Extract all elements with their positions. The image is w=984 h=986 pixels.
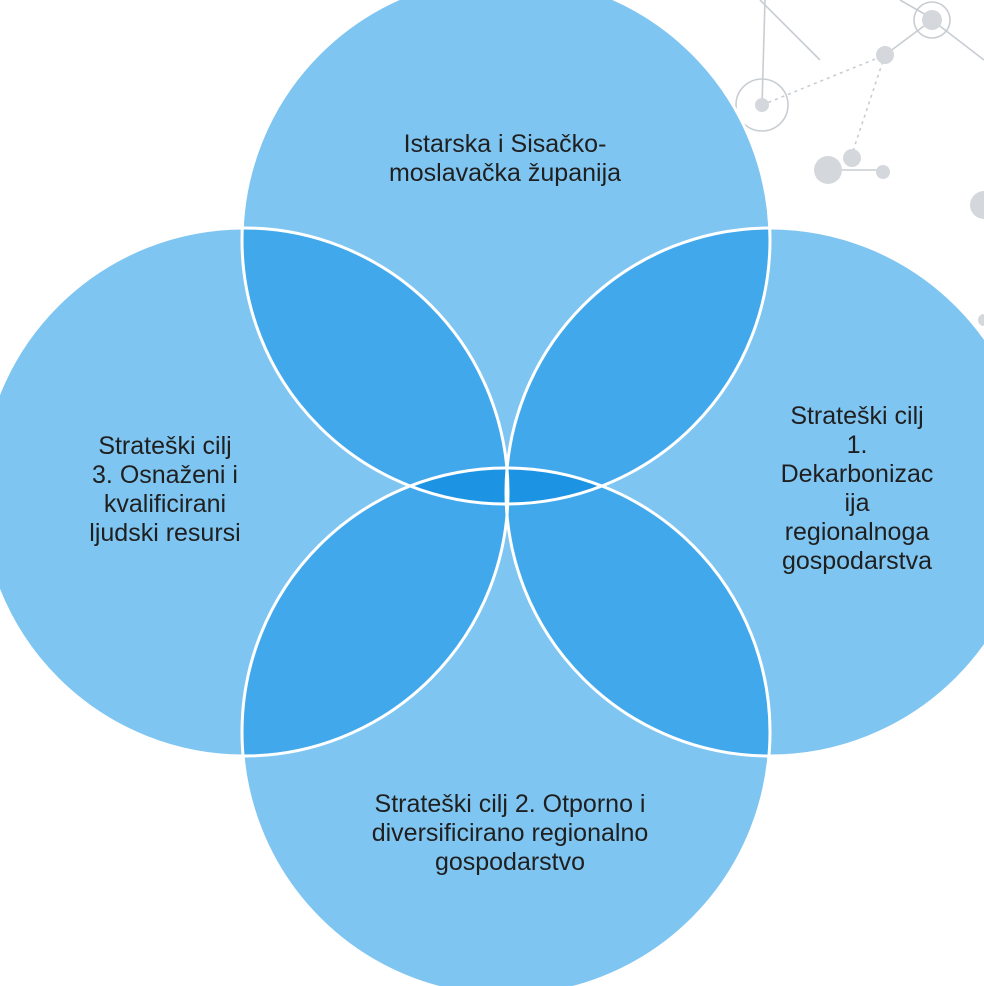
network-node xyxy=(970,191,984,219)
network-node xyxy=(843,149,861,167)
overlap-top-right xyxy=(506,228,770,504)
network-node xyxy=(755,98,769,112)
network-line xyxy=(761,54,886,106)
network-node xyxy=(922,10,942,30)
network-node xyxy=(876,165,890,179)
label-right-circle: Strateški cilj 1. Dekarbonizac ija regio… xyxy=(780,402,934,575)
network-ring xyxy=(735,78,789,132)
network-ring xyxy=(913,1,951,39)
network-line xyxy=(849,54,886,161)
network-node xyxy=(814,156,842,184)
label-bottom-circle: Strateški cilj 2. Otporno i diversificir… xyxy=(371,790,649,876)
outline-left xyxy=(0,226,510,758)
overlap-bottom-right xyxy=(506,468,770,756)
network-line xyxy=(759,0,821,61)
network-line xyxy=(931,19,984,61)
network-nodes xyxy=(755,10,984,326)
network-line xyxy=(761,0,766,106)
network-node xyxy=(876,46,894,64)
label-top-circle: Istarska i Sisačko- moslavačka županija xyxy=(388,130,622,187)
label-left-circle: Strateški cilj 3. Osnaženi i kvalificira… xyxy=(89,432,241,547)
network-decoration xyxy=(735,0,984,171)
network-node xyxy=(978,314,984,326)
